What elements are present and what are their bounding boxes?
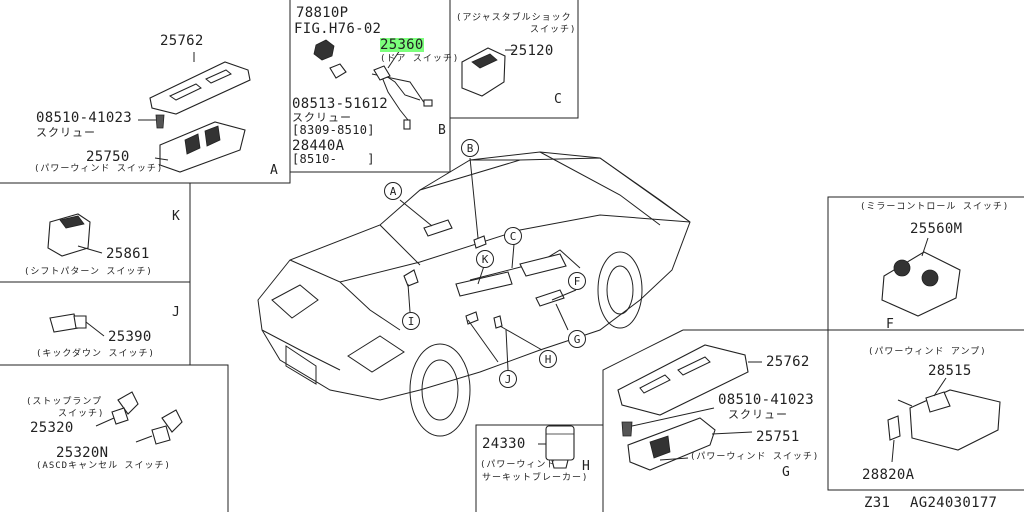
panel-amp-caption: (パワーウィンド アンプ) <box>868 347 987 357</box>
panel-h-drawing <box>538 425 575 469</box>
panel-k-caption: (シフトパターン スイッチ) <box>24 267 153 277</box>
panel-b-drawing <box>313 39 433 130</box>
panel-b-screw-number: 08513-51612 <box>292 96 389 112</box>
panel-h-caption: (パワーウィンド <box>480 460 557 470</box>
panel-amp-drawing <box>887 377 1001 463</box>
callout-g: G <box>568 330 586 348</box>
panel-f-letter: F <box>886 317 894 332</box>
panel-c-drawing <box>461 47 515 97</box>
panel-b-letter: B <box>438 123 446 138</box>
panel-k-part-number: 25861 <box>106 246 150 262</box>
callout-i: I <box>402 312 420 330</box>
panel-amp-part-number-1: 28515 <box>928 363 972 379</box>
panel-g-letter: G <box>782 465 790 480</box>
callout-b: B <box>461 139 479 157</box>
panel-j-caption: (キックダウン スイッチ) <box>36 349 155 359</box>
panel-i-caption-3: (ASCDキャンセル スイッチ) <box>36 461 171 471</box>
panel-amp-part-number-2: 28820A <box>862 467 915 483</box>
panel-c-caption: (アジャスタブルショック <box>456 13 572 23</box>
panel-k-letter: K <box>172 209 180 224</box>
panel-a-pad-number: 25762 <box>160 33 204 49</box>
panel-f-drawing <box>881 237 961 317</box>
panel-i-caption-2: スイッチ) <box>58 409 105 419</box>
panel-a-screw-name: スクリュー <box>36 126 96 139</box>
callout-a: A <box>384 182 402 200</box>
panel-a-screw-number: 08510-41023 <box>36 110 133 126</box>
car-illustration <box>257 151 691 437</box>
panel-b-door-switch-number: 25360 <box>380 37 424 53</box>
callout-j: J <box>499 370 517 388</box>
callout-h: H <box>539 350 557 368</box>
panel-h-part-number: 24330 <box>482 436 526 452</box>
panel-g-screw-number: 08510-41023 <box>718 392 815 408</box>
panel-b-date-range-2: [8510- ] <box>292 152 375 166</box>
panel-b-harness-number: 28440A <box>292 138 345 154</box>
panel-i-drawing <box>95 391 183 445</box>
callout-k: K <box>476 250 494 268</box>
panel-f-caption: (ミラーコントロール スイッチ) <box>860 202 1010 212</box>
panel-b-fig-reference: FIG.H76-02 <box>294 21 382 37</box>
panel-j-drawing <box>49 313 105 337</box>
panel-b-door-switch-name: (ドア スイッチ) <box>380 54 460 64</box>
callout-c: C <box>504 227 522 245</box>
panel-b-date-range-1: [8309-8510] <box>292 123 375 137</box>
panel-c-caption-2: スイッチ) <box>530 25 577 35</box>
panel-a-letter: A <box>270 163 278 178</box>
panel-g-screw-name: スクリュー <box>728 408 788 421</box>
panel-c-letter: C <box>554 92 562 107</box>
panel-k-drawing <box>47 213 103 257</box>
panel-h-caption-2: サーキットブレーカー) <box>482 473 589 483</box>
footer-diagram-code: AG24030177 <box>910 495 998 511</box>
panel-a-switch-number: 25750 <box>86 149 130 165</box>
footer-model: Z31 <box>864 495 891 511</box>
panel-g-switch-name: (パワーウィンド スイッチ) <box>690 452 820 462</box>
panel-c-part-number: 25120 <box>510 43 554 59</box>
panel-j-letter: J <box>172 305 180 320</box>
panel-j-part-number: 25390 <box>108 329 152 345</box>
panel-g-drawing <box>617 344 762 471</box>
callout-f: F <box>568 272 586 290</box>
panel-i-part-number-1: 25320 <box>30 420 74 436</box>
panel-b-screw-name: スクリュー <box>292 111 352 124</box>
panel-h-letter: H <box>582 459 590 474</box>
panel-b-fig-number: 78810P <box>296 5 349 21</box>
panel-g-switch-number: 25751 <box>756 429 800 445</box>
panel-f-part-number: 25560M <box>910 221 963 237</box>
callout-leaders <box>399 157 577 371</box>
panel-i-part-number-2: 25320N <box>56 445 109 461</box>
panel-a-drawing <box>138 52 251 173</box>
panel-a-switch-name: (パワーウィンド スイッチ) <box>34 164 164 174</box>
panel-g-pad-number: 25762 <box>766 354 810 370</box>
panel-i-caption: (ストップランプ <box>26 397 103 407</box>
